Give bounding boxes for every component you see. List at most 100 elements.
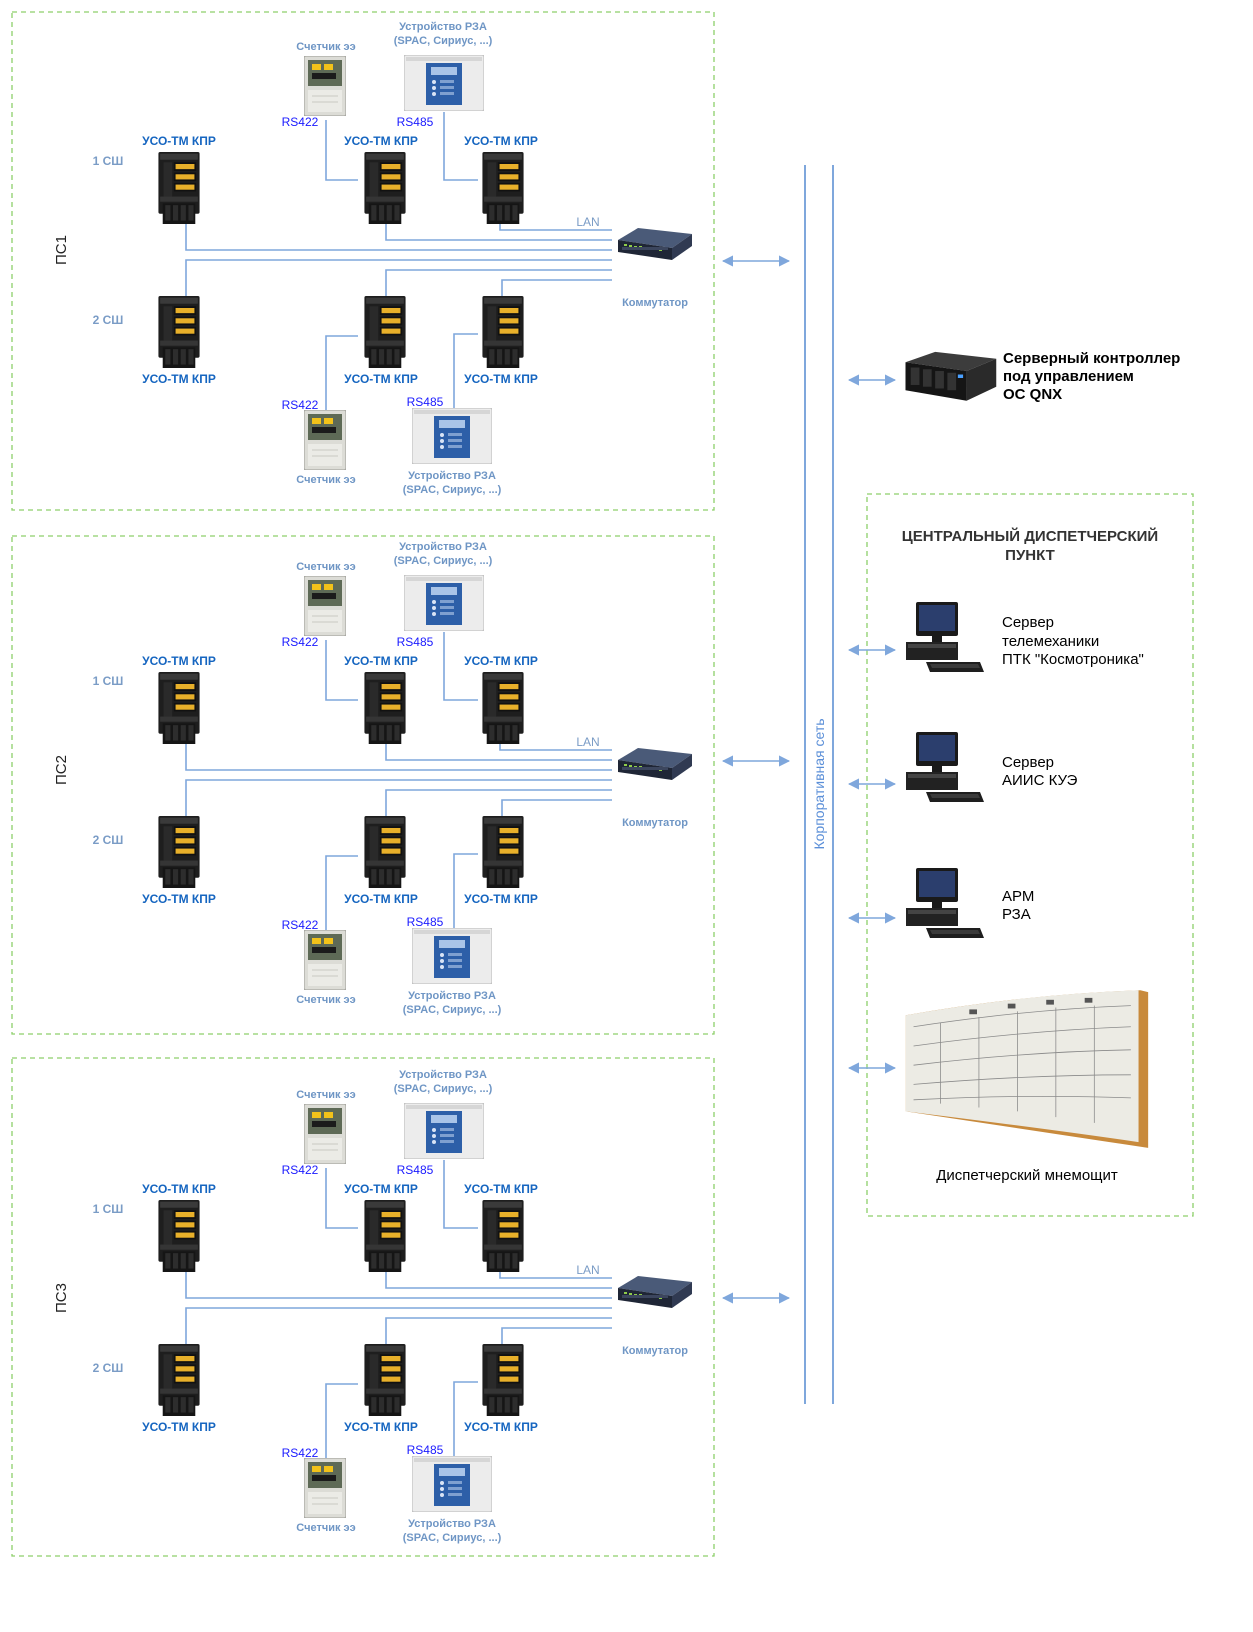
ws2-label-line-2: АИИС КУЭ [1002,772,1078,789]
uso-controller-icon [482,152,524,224]
lan-line-bottom-2 [385,789,612,818]
meter-label-bottom: Счетчик ээ [296,994,355,1006]
uso-controller-icon [482,1344,524,1416]
rs485-line-top [443,1160,478,1229]
rs485-label-bottom: RS485 [407,915,444,929]
bus-label-1: 1 СШ [93,1202,124,1216]
rs422-label-top: RS422 [282,1163,319,1177]
meter-label-bottom: Счетчик ээ [296,1522,355,1534]
uso-label-top-3: УСО-ТМ КПР [464,1182,538,1196]
lan-label: LAN [576,1263,599,1277]
uso-controller-icon [482,816,524,888]
uso-controller-icon [158,1200,200,1272]
relay-protection-icon [404,1103,484,1159]
rza-label-bottom-1: Устройство РЗА [408,470,496,482]
uso-label-bottom-2: УСО-ТМ КПР [344,1420,418,1434]
bus-label-2: 2 СШ [93,1361,124,1375]
uso-controller-icon [364,672,406,744]
substation-frame-2 [11,535,715,1035]
energy-meter-icon [304,576,346,636]
uso-controller-icon [482,296,524,368]
uso-controller-icon [158,1344,200,1416]
network-switch-icon [618,1276,692,1308]
energy-meter-icon [304,410,346,470]
lan-line-bottom-2 [385,269,612,298]
switch-label: Коммутатор [622,817,688,829]
uso-label-top-2: УСО-ТМ КПР [344,134,418,148]
rza-label-bottom-1: Устройство РЗА [408,1518,496,1530]
substation-3: ПС3 1 СШ 2 СШ Счетчик ээ Устройство РЗА (SPAC… [53,1069,692,1544]
uso-controller-icon [158,296,200,368]
uso-label-bottom-3: УСО-ТМ КПР [464,372,538,386]
uso-controller-icon [158,816,200,888]
lan-line-bottom-3 [501,279,612,298]
uso-label-bottom-1: УСО-ТМ КПР [142,892,216,906]
ws3-label-line-2: РЗА [1002,906,1031,923]
lan-line-top-1 [185,740,612,771]
relay-protection-icon [404,575,484,631]
uso-label-top-3: УСО-ТМ КПР [464,654,538,668]
rza-label-top-2: (SPAC, Сириус, ...) [394,35,493,47]
bus-label-1: 1 СШ [93,674,124,688]
uso-controller-icon [482,1200,524,1272]
rs422-line-top [325,120,358,181]
workstation-icon-telemechanics [906,602,984,672]
relay-protection-icon [404,55,484,111]
backbone-label: Корпоративная сеть [811,718,827,849]
uso-label-top-2: УСО-ТМ КПР [344,1182,418,1196]
ws1-label-line-1: Сервер [1002,614,1054,631]
uso-controller-icon [482,672,524,744]
rs422-line-top [325,640,358,701]
bus-label-1: 1 СШ [93,154,124,168]
uso-controller-icon [364,816,406,888]
network-switch-icon [618,748,692,780]
rs485-line-top [443,112,478,181]
uso-label-bottom-3: УСО-ТМ КПР [464,892,538,906]
switch-label: Коммутатор [622,1345,688,1357]
substation-frame-1 [11,11,715,511]
lan-line-bottom-2 [385,1317,612,1346]
bus-label-2: 2 СШ [93,313,124,327]
control-center-title-line-1: ЦЕНТРАЛЬНЫЙ ДИСПЕТЧЕРСКИЙ [902,527,1158,545]
uso-label-top-3: УСО-ТМ КПР [464,134,538,148]
server-label-line-1: Серверный контроллер [1003,350,1180,367]
switch-label: Коммутатор [622,297,688,309]
rs422-label-bottom: RS422 [282,398,319,412]
uso-controller-icon [364,296,406,368]
lan-line-top-1 [185,220,612,251]
energy-meter-icon [304,56,346,116]
rza-label-top-1: Устройство РЗА [399,541,487,553]
mimic-panel-icon [905,989,1149,1149]
energy-meter-icon [304,930,346,990]
lan-line-bottom-1 [185,259,612,300]
rs485-label-top: RS485 [397,635,434,649]
energy-meter-icon [304,1458,346,1518]
rs422-line-bottom [325,335,358,410]
rack-server-icon [905,351,997,401]
substation-name: ПС3 [53,1283,70,1313]
uso-label-bottom-3: УСО-ТМ КПР [464,1420,538,1434]
lan-line-bottom-3 [501,799,612,818]
lan-label: LAN [576,215,599,229]
rs485-line-bottom [453,853,478,932]
rs485-label-top: RS485 [397,1163,434,1177]
rs422-line-bottom [325,1383,358,1458]
rza-label-bottom-1: Устройство РЗА [408,990,496,1002]
substation-name: ПС1 [53,235,70,265]
uso-controller-icon [364,152,406,224]
uso-controller-icon [158,152,200,224]
relay-protection-icon [412,1456,492,1512]
lan-line-bottom-1 [185,779,612,820]
rza-label-bottom-2: (SPAC, Сириус, ...) [403,1532,502,1544]
uso-controller-icon [158,672,200,744]
rza-label-top-1: Устройство РЗА [399,21,487,33]
ws2-label-line-1: Сервер [1002,754,1054,771]
rza-label-top-2: (SPAC, Сириус, ...) [394,555,493,567]
workstation-icon-aiis [906,732,984,802]
rs485-label-top: RS485 [397,115,434,129]
uso-label-bottom-2: УСО-ТМ КПР [344,892,418,906]
energy-meter-icon [304,1104,346,1164]
meter-label-top: Счетчик ээ [296,561,355,573]
lan-line-bottom-3 [501,1327,612,1346]
